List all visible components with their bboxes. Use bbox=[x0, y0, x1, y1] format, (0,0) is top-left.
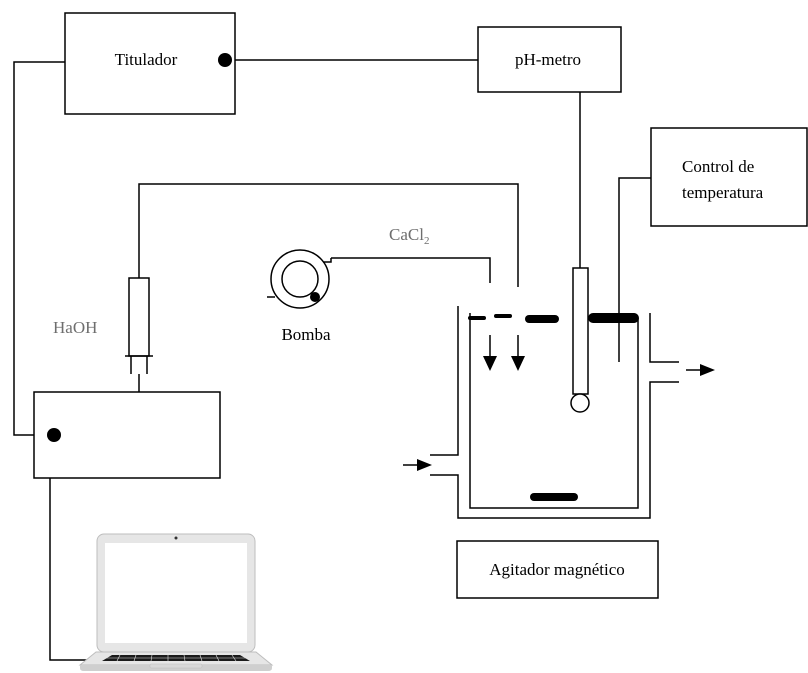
titulador-box bbox=[64, 12, 236, 115]
magnetic-stirrer-box bbox=[456, 540, 659, 599]
cacl2-label-subscript: 2 bbox=[424, 235, 430, 247]
liquid-surface bbox=[468, 313, 639, 323]
cacl2-label: CaCl2 bbox=[389, 225, 429, 247]
controller-box bbox=[33, 391, 221, 479]
ph-metro-box bbox=[477, 26, 622, 93]
titulador-to-controller-wire bbox=[13, 61, 65, 436]
temperature-control-label-line2: temperatura bbox=[682, 183, 764, 202]
pump-icon bbox=[267, 249, 332, 309]
magnetic-stirrer-label: Agitador magnético bbox=[489, 560, 625, 579]
inlet-arrow-icon bbox=[403, 459, 432, 471]
temperature-probe-line bbox=[618, 177, 651, 362]
pump-label: Bomba bbox=[281, 325, 331, 344]
reaction-vessel bbox=[430, 306, 679, 519]
outlet-arrow-icon bbox=[686, 364, 715, 376]
ph-electrode bbox=[570, 267, 590, 413]
burette-to-vessel-tube bbox=[138, 183, 519, 287]
laptop-icon bbox=[78, 533, 274, 671]
cacl2-label-base: CaCl bbox=[389, 225, 424, 244]
controller-connector-dot bbox=[47, 428, 61, 442]
pump-to-vessel-tube bbox=[331, 257, 491, 283]
temperature-control-box bbox=[650, 127, 808, 227]
burette-icon bbox=[125, 277, 153, 374]
titulador-label: Titulador bbox=[115, 50, 178, 69]
titulador-connector-dot bbox=[218, 53, 232, 67]
haoh-label: HaOH bbox=[53, 318, 97, 337]
drop-arrow-icon bbox=[483, 335, 497, 371]
ph-metro-label: pH-metro bbox=[515, 50, 581, 69]
temperature-control-label-line1: Control de bbox=[682, 157, 754, 176]
drop-arrow-icon bbox=[511, 335, 525, 371]
